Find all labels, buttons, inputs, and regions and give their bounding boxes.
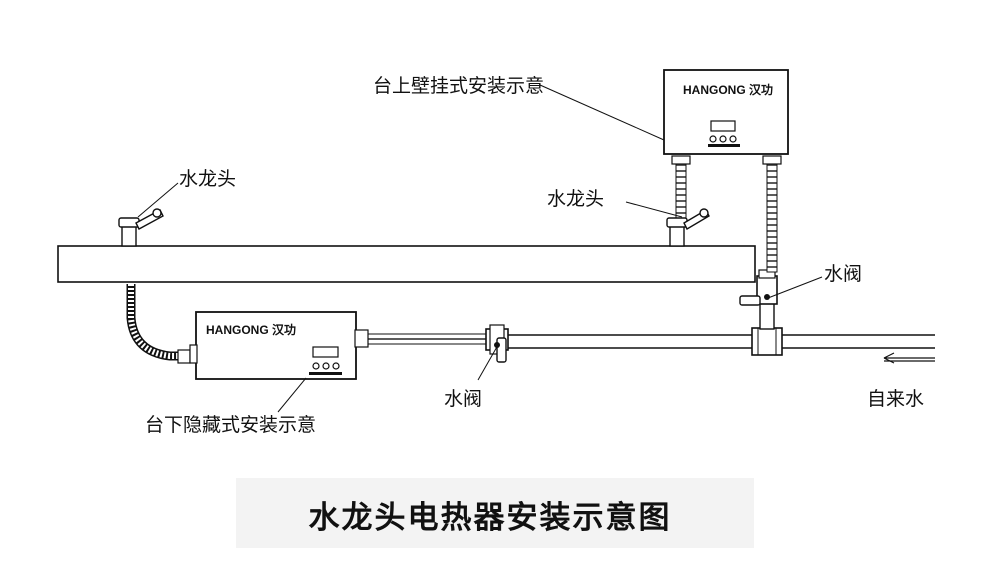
diagram-title: 水龙头电热器安装示意图 [309, 500, 672, 536]
lower-valve-label: 水阀 [444, 388, 482, 410]
under-counter-hose [126, 284, 191, 364]
flow-arrow-icon [883, 352, 935, 364]
wall-heater-brand: HANGONG 汉功 [683, 82, 773, 97]
countertop [57, 245, 756, 283]
under-heater-display [312, 346, 339, 358]
tee-fitting [751, 327, 783, 356]
leader-lines [137, 84, 823, 413]
wall-heater-hoses [671, 155, 782, 273]
under-counter-heater-unit: HANGONG 汉功 [189, 311, 369, 380]
upper-valve [739, 269, 778, 306]
wall-heater-button [729, 135, 737, 143]
tap-water-label: 自来水 [867, 388, 924, 410]
faucet-left-label: 水龙头 [179, 168, 236, 190]
upper-valve-label: 水阀 [824, 263, 862, 285]
under-counter-label: 台下隐藏式安装示意 [145, 414, 316, 436]
wall-mount-label: 台上壁挂式安装示意 [373, 75, 544, 97]
wall-heater-button [709, 135, 717, 143]
title-band [236, 478, 754, 548]
main-pipe [367, 333, 935, 349]
lower-valve [485, 324, 509, 363]
wall-heater-unit: HANGONG 汉功 [663, 69, 789, 155]
under-heater-button [332, 362, 340, 370]
faucet-left-icon [118, 208, 164, 247]
wall-heater-display [710, 120, 736, 132]
under-heater-button [322, 362, 330, 370]
faucet-right-icon [666, 208, 710, 247]
under-heater-button [312, 362, 320, 370]
faucet-right-label: 水龙头 [547, 188, 604, 210]
riser-pipe [759, 302, 775, 330]
wall-heater-button [719, 135, 727, 143]
under-heater-brand: HANGONG 汉功 [206, 322, 296, 337]
